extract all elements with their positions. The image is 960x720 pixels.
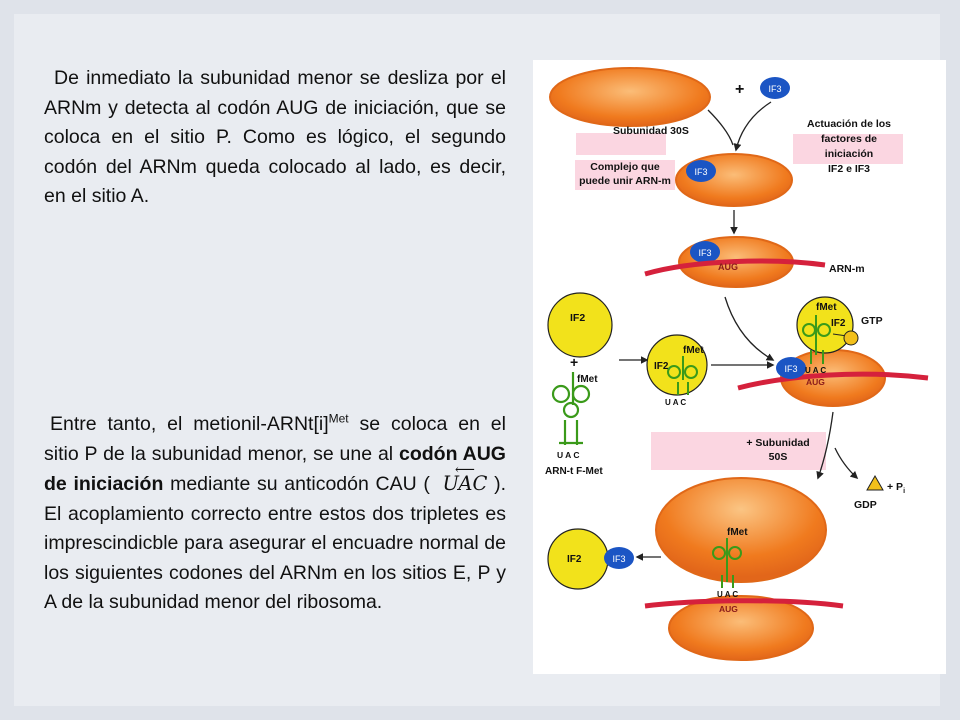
uac-label-complex: U A C — [665, 398, 686, 407]
merge-arrow-right — [733, 101, 772, 152]
fmet-trna-free — [551, 372, 591, 445]
ribosome-30s-final — [668, 595, 814, 661]
arrow-curve-gdp — [834, 447, 859, 480]
paragraph-1: De inmediato la subunidad menor se desli… — [44, 67, 506, 207]
trna-label: ARN-t F-Met — [545, 466, 603, 477]
subunit-30s-label-bg — [576, 133, 666, 155]
plus-sign-1: + — [735, 81, 744, 98]
if3-mrna-label: IF3 — [698, 248, 711, 258]
aug-codon-final: AUG — [719, 604, 738, 614]
complex-label-bg — [575, 160, 675, 190]
mrna-strand-2 — [737, 371, 929, 391]
fmet-trna-complex — [667, 356, 698, 395]
paragraph-2-part-4: ). El acoplamiento correcto entre estos … — [44, 473, 506, 613]
uac-formula-text: UAC — [442, 472, 488, 495]
uac-label-final: U A C — [717, 590, 738, 599]
met-superscript: Met — [328, 411, 349, 426]
factors-label-bg — [793, 134, 903, 164]
if2-released-label: IF2 — [567, 554, 582, 565]
subunit-30s-ribosome — [549, 67, 711, 127]
if3-top-label: IF3 — [768, 84, 781, 94]
mrna-strand-1 — [644, 258, 826, 277]
mrna-strand-final — [644, 598, 844, 609]
arnm-label: ARN-m — [829, 263, 865, 275]
fmet-label-final: fMet — [727, 527, 748, 538]
uac-label-free: U A C — [557, 450, 580, 460]
if2-factor — [547, 292, 613, 358]
uac-formula: ⟵UAC — [437, 462, 488, 499]
paragraph-2-part-3: mediante su anticodón CAU ( — [163, 473, 437, 495]
if3-assembled-label: IF3 — [784, 364, 797, 374]
subunit-30s-label: Subunidad 30S — [613, 125, 689, 137]
fmet-label-assembled: fMet — [816, 302, 837, 313]
paragraph-2: Entre tanto, el metionil-ARNt[i]Met se c… — [44, 410, 506, 618]
gtp-molecule — [843, 330, 859, 346]
fmet-trna-assembled — [802, 315, 831, 364]
translation-initiation-figure: + IF3 Subunidad 30S Actuación de los fac… — [533, 60, 946, 674]
if2-assembled-label: IF2 — [831, 318, 846, 329]
gdp-label: GDP — [854, 499, 877, 511]
fmet-label-free: fMet — [577, 374, 598, 385]
aug-codon-1: AUG — [718, 262, 738, 272]
gdp-triangle — [866, 474, 884, 491]
if3-mrna — [690, 241, 720, 263]
slide: De inmediato la subunidad menor se desli… — [14, 14, 946, 706]
paragraph-2-part-2: se coloca en el sitio P de la subunidad … — [44, 413, 506, 465]
factors-label-3: iniciación — [825, 148, 873, 160]
arrow-curve-down — [816, 411, 834, 480]
if3-released-label: IF3 — [612, 554, 625, 564]
if3-complex — [686, 160, 716, 182]
fmet-label-complex: fMet — [683, 345, 704, 356]
uac-label-assembled: U A C — [805, 366, 826, 375]
factors-label-4: IF2 e IF3 — [828, 163, 870, 175]
subunit-50s-label-1: + Subunidad — [746, 437, 809, 449]
if3-released — [604, 547, 634, 569]
complex-label-1: Complejo que — [590, 161, 660, 173]
plus-sign-2: + — [570, 354, 578, 370]
pi-label: + Pi — [887, 481, 905, 495]
aug-codon-2: AUG — [806, 377, 825, 387]
if3-complex-label: IF3 — [694, 167, 707, 177]
subunit-50s-label-2: 50S — [769, 451, 788, 463]
factors-label-1: Actuación de los — [807, 118, 891, 130]
codon-emphasis: codón AUG de iniciación — [44, 442, 506, 496]
ribosome-50s-final — [655, 477, 827, 583]
complex-label-2: puede unir ARN-m — [579, 175, 671, 187]
paragraph-2-part-1: Entre tanto, el metionil-ARNt[i] — [50, 413, 329, 435]
initiation-diagram: + IF3 Subunidad 30S Actuación de los fac… — [545, 67, 929, 661]
subunit-50s-label-bg — [651, 432, 826, 470]
if2-complex-label: IF2 — [654, 361, 669, 372]
if2-factor-label: IF2 — [570, 312, 585, 324]
pi-subscript: i — [903, 488, 905, 495]
if3-top — [760, 77, 790, 99]
if3-assembled — [776, 357, 806, 379]
left-arrow-icon: ⟵ — [454, 462, 475, 478]
fmet-trna-final — [712, 538, 742, 588]
merge-arrow-left — [707, 109, 734, 146]
arrow-curve-to-assembly — [724, 296, 775, 361]
pi-prefix: + P — [887, 481, 903, 493]
factors-label-2: factores de — [821, 133, 877, 145]
gtp-label: GTP — [861, 315, 883, 327]
